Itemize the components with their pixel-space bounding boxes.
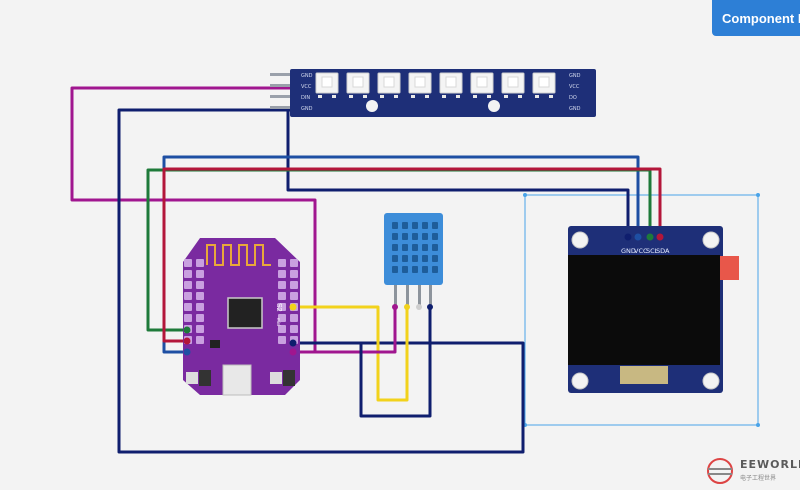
led-1 <box>315 72 339 98</box>
strip-pin-labels-left: GND VCC DIN GND <box>301 73 313 112</box>
led-8 <box>532 72 556 98</box>
svg-text:DO: DO <box>569 95 577 101</box>
eeworld-logo-icon <box>707 458 733 484</box>
led-4 <box>408 72 432 98</box>
svg-text:VCC: VCC <box>569 84 580 90</box>
wire-din-navy[interactable] <box>117 108 525 454</box>
wire-vcc-blue[interactable] <box>162 155 640 354</box>
dht-legs <box>394 283 432 307</box>
svg-text:GND: GND <box>301 73 313 79</box>
watermark-title: EEWORLD <box>740 458 800 471</box>
usb-c-port <box>222 364 252 396</box>
svg-text:GND: GND <box>621 247 636 255</box>
oled-pin-labels: GND VCC SCL SDA <box>621 247 670 255</box>
oled-tab <box>718 256 739 280</box>
strip-leds <box>315 72 556 98</box>
led-strip[interactable]: GND VCC DIN GND GND VCC DO GND <box>270 69 596 117</box>
board-component <box>210 340 220 348</box>
wire-data-yellow[interactable] <box>291 303 409 402</box>
board-pins-right <box>278 259 298 344</box>
eeworld-watermark: EEWORLD 电子工程世界 <box>704 456 800 485</box>
led-6 <box>470 72 494 98</box>
strip-mount-hole <box>488 100 500 112</box>
led-2 <box>346 72 370 98</box>
dht-grille <box>392 222 438 273</box>
board-antenna <box>206 244 271 266</box>
s2-mini-board[interactable]: S2 mini <box>183 238 300 396</box>
boot-button[interactable] <box>270 370 295 386</box>
oled-display[interactable]: GND VCC SCL SDA <box>568 226 739 393</box>
chip-sublabel: mini <box>276 318 281 326</box>
wire-dht-gnd-navy[interactable] <box>291 305 432 418</box>
reset-button[interactable] <box>186 370 211 386</box>
led-7 <box>501 72 525 98</box>
led-3 <box>377 72 401 98</box>
wire-gnd-navy[interactable] <box>286 108 630 239</box>
oled-pin-headers <box>624 233 664 241</box>
strip-pin-labels-right: GND VCC DO GND <box>569 73 581 112</box>
board-pins-left <box>184 259 204 344</box>
dht-pin-dots <box>392 304 433 310</box>
watermark-subtitle: 电子工程世界 <box>740 475 777 482</box>
led-5 <box>439 72 463 98</box>
wire-scl-green[interactable] <box>146 168 652 332</box>
mcu-chip <box>227 297 263 329</box>
chip-label: S2 <box>275 303 282 312</box>
wire-sda-red[interactable] <box>162 167 662 343</box>
wire-dht-vcc-magenta[interactable] <box>291 305 397 354</box>
oled-screen <box>568 255 720 365</box>
strip-mount-hole <box>366 100 378 112</box>
oled-mount-holes <box>571 231 720 390</box>
strip-header-pins <box>270 73 290 109</box>
svg-text:VCC: VCC <box>301 84 312 90</box>
selection-box <box>524 194 759 426</box>
svg-text:GND: GND <box>569 106 581 112</box>
oled-ribbon <box>620 366 668 384</box>
svg-text:VCC: VCC <box>634 247 648 255</box>
svg-text:GND: GND <box>301 106 313 112</box>
svg-text:SDA: SDA <box>656 247 670 255</box>
dht-sensor[interactable] <box>384 213 443 310</box>
component-properties-button[interactable]: Component Properties <box>712 0 800 36</box>
svg-text:GND: GND <box>569 73 581 79</box>
svg-text:DIN: DIN <box>301 95 310 101</box>
svg-text:SCL: SCL <box>646 247 659 255</box>
board-wire-terminals <box>183 303 297 356</box>
